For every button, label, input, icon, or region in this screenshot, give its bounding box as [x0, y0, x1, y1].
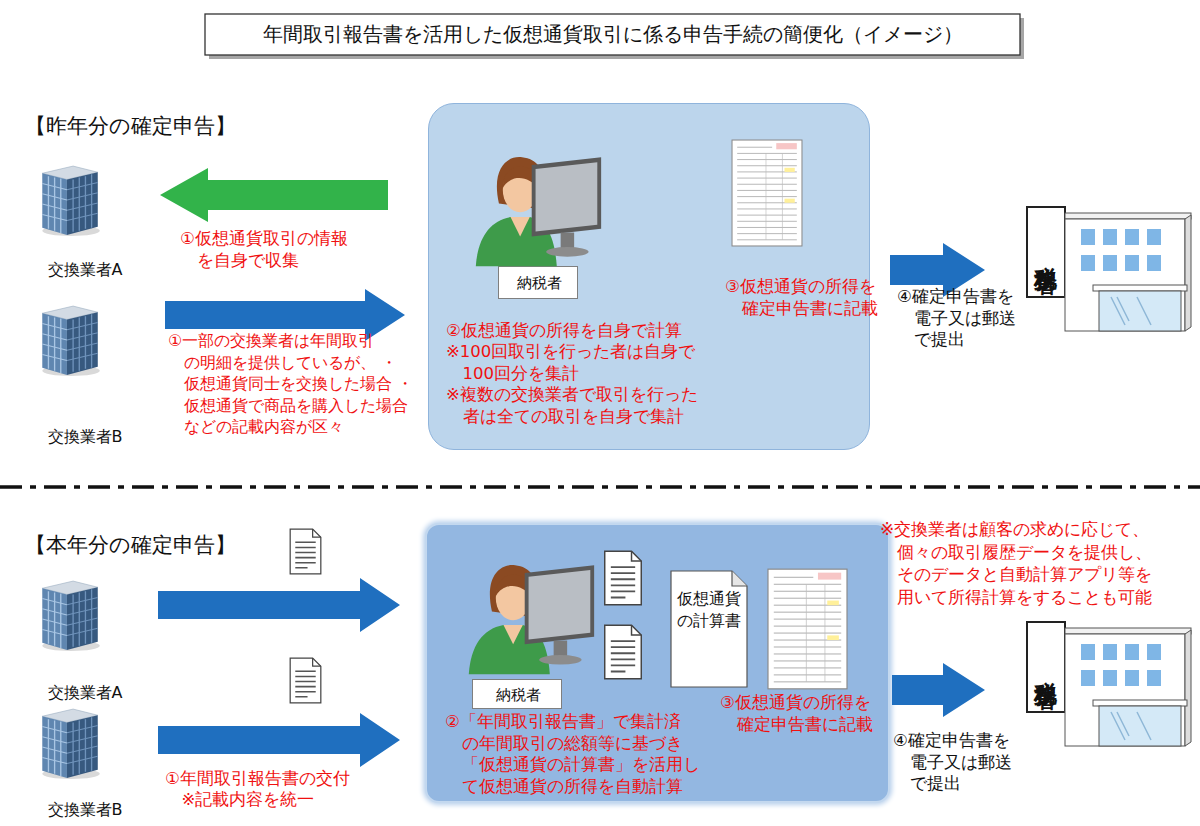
building-icon: [42, 166, 100, 236]
report-document: [290, 658, 321, 703]
tax-office: 税務署: [1025, 205, 1193, 333]
node-text: 税務署: [1027, 622, 1065, 712]
node-text: ②仮想通貨の所得を自身で計算: [446, 320, 701, 342]
edge-label: ①年間取引報告書の交付 ※記載内容を統一: [165, 768, 360, 810]
node-text: 納税者: [473, 685, 563, 705]
sheet-fold: [732, 571, 747, 586]
node-text: 納税者: [499, 273, 579, 293]
taxpayer-box: 納税者: [498, 266, 578, 299]
node-text: 仮想通貨 の計算書: [670, 588, 748, 632]
tax-office-icon: [1027, 207, 1191, 331]
process-area: ②「年間取引報告書」で集計済 の年間取引の総額等に基づき 「仮想通貨の計算書」を…: [425, 523, 890, 803]
section-divider: [0, 485, 1200, 489]
edge-label: ④確定申告書を 電子又は郵送 で提出: [897, 286, 1022, 351]
node-text: ③仮想通貨の所得を 確定申告書に記載: [720, 692, 875, 736]
node-text: 交換業者B: [40, 799, 130, 820]
title-text: 年間取引報告書を活用した仮想通貨取引に係る申告手続の簡便化（イメージ）: [205, 14, 1020, 55]
node-text: 交換業者A: [40, 682, 130, 703]
building-icon: [42, 581, 100, 651]
node-text: 交換業者B: [40, 426, 130, 447]
node-text: 税務署: [1027, 207, 1065, 297]
calculation-sheet: 仮想通貨 の計算書: [670, 570, 748, 688]
report-document: [290, 529, 321, 574]
block-arrow: [160, 168, 388, 222]
node-text: ※複数の交換業者で取引を行った 者は全ての取引を自身で集計: [446, 384, 701, 427]
exchange-company: 交換業者B: [30, 300, 130, 450]
node-text: ②「年間取引報告書」で集計済 の年間取引の総額等に基づき 「仮想通貨の計算書」を…: [445, 711, 700, 797]
section-heading: 【昨年分の確定申告】: [25, 113, 285, 141]
node-text: ③仮想通貨の所得を 確定申告書に記載: [725, 276, 880, 320]
note-text: ※交換業者は顧客の求めに応じて、 個々の取引履歴データを提供し、 そのデータと自…: [880, 518, 1185, 608]
block-arrow: [158, 578, 400, 632]
building-icon: [42, 709, 100, 779]
edge-label: ④確定申告書を 電子又は郵送 で提出: [893, 730, 1018, 795]
tax-office-icon: [1027, 622, 1191, 746]
node-text: ※100回取引を行った者は自身で 100回分を集計: [446, 341, 701, 384]
node-text: 交換業者A: [40, 259, 130, 280]
process-area: ②仮想通貨の所得を自身で計算※100回取引を行った者は自身で 100回分を集計※…: [428, 103, 870, 450]
section-heading: 【本年分の確定申告】: [25, 532, 285, 560]
block-arrow: [892, 663, 985, 717]
exchange-company: 交換業者A: [30, 575, 130, 705]
edge-label: ①仮想通貨取引の情報 を自身で収集: [180, 228, 395, 271]
building-icon: [42, 306, 100, 376]
block-arrow: [158, 713, 400, 767]
exchange-company: 交換業者A: [30, 160, 130, 282]
taxpayer-box: 納税者: [472, 679, 562, 709]
edge-label: ①一部の交換業者は年間取引 の明細を提供しているが、 ・仮想通貨同士を交換した場…: [168, 330, 430, 438]
tax-office: 税務署: [1025, 620, 1193, 748]
exchange-company: 交換業者B: [30, 705, 130, 823]
sheet-outline: [671, 571, 747, 687]
title-box: [205, 14, 1020, 55]
